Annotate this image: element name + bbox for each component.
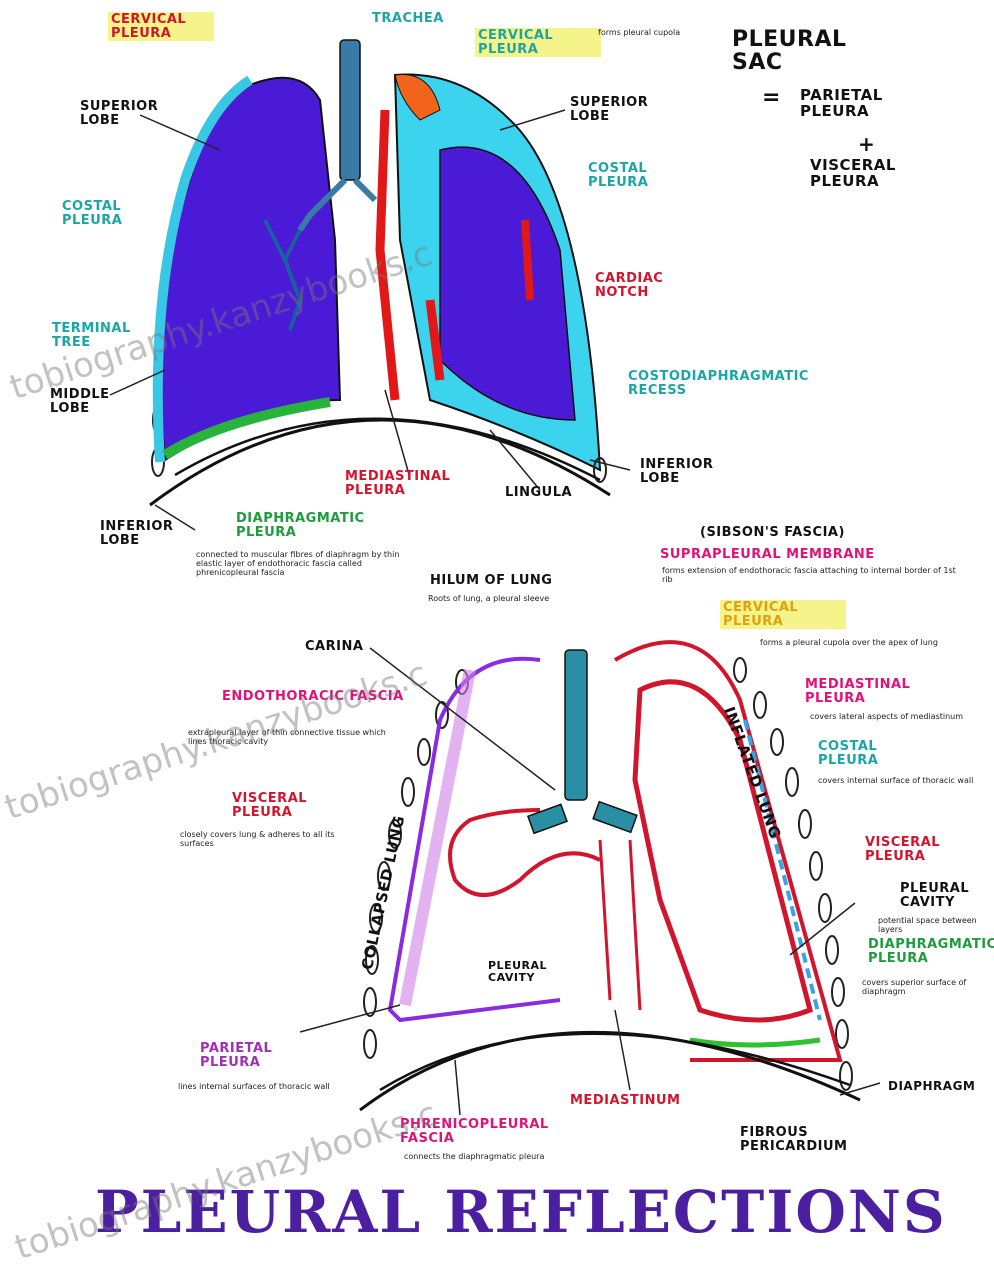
note-hilum: Roots of lung, a pleural sleeve [428,594,628,603]
label-cardiac-notch: CARDIAC NOTCH [595,272,695,299]
note-pleural-cavity: potential space between layers [878,916,988,934]
label-fibrous-pericardium: FIBROUS PERICARDIUM [740,1126,910,1153]
pleural-sac-plus: + [858,134,875,155]
note-cervical-bottom: forms a pleural cupola over the apex of … [760,638,980,647]
pleural-sac-parietal: PARIETAL PLEURA [800,88,920,120]
label-trachea-top: TRACHEA [372,12,444,26]
label-mediastinal-pleura-bottom: MEDIASTINAL PLEURA [805,678,955,705]
label-inferior-lobe-right: INFERIOR LOBE [640,458,730,485]
label-mediastinum: MEDIASTINUM [570,1094,680,1108]
label-lingula: LINGULA [505,486,572,500]
note-forms-cupola: forms pleural cupola [598,28,708,37]
label-suprapleural-membrane: SUPRAPLEURAL MEMBRANE [660,548,875,562]
trachea-bottom [528,650,637,833]
label-mediastinal-pleura-top: MEDIASTINAL PLEURA [345,470,485,497]
pleural-sac-visceral: VISCERAL PLEURA [810,158,950,190]
label-inferior-lobe-left: INFERIOR LOBE [100,520,200,547]
note-diaphragmatic-bottom: covers superior surface of diaphragm [862,978,987,996]
note-diaphragmatic-top: connected to muscular fibres of diaphrag… [196,550,406,578]
label-parietal-pleura: PARIETAL PLEURA [200,1042,300,1069]
note-phrenicopleural: connects the diaphragmatic pleura [404,1152,634,1161]
label-diaphragm: DIAPHRAGM [888,1080,975,1093]
label-costodiaphragmatic-recess: COSTODIAPHRAGMATIC RECESS [628,370,848,397]
label-cervical-pleura-top-right: CERVICAL PLEURA [475,28,601,57]
label-pleural-cavity-center: PLEURAL CAVITY [488,960,568,983]
pleural-sac-title: PLEURAL SAC [732,28,892,74]
note-costal-bottom: covers internal surface of thoracic wall [818,776,988,785]
label-hilum-of-lung: HILUM OF LUNG [430,574,552,588]
label-cervical-pleura-top-left: CERVICAL PLEURA [108,12,214,41]
label-costal-pleura-bottom: COSTAL PLEURA [818,740,908,767]
label-carina: CARINA [305,640,363,654]
label-diaphragmatic-pleura-top: DIAPHRAGMATIC PLEURA [236,512,406,539]
label-sibsons-fascia: (SIBSON'S FASCIA) [700,526,845,540]
label-pleural-cavity-right: PLEURAL CAVITY [900,882,990,909]
collapsed-lung [450,810,600,895]
label-superior-lobe-right: SUPERIOR LOBE [570,96,670,123]
note-visceral-left: closely covers lung & adheres to all its… [180,830,360,848]
note-parietal: lines internal surfaces of thoracic wall [178,1082,358,1091]
label-visceral-pleura-right: VISCERAL PLEURA [865,836,985,863]
label-cervical-pleura-bottom: CERVICAL PLEURA [720,600,846,629]
pleural-sac-equals: = [762,86,781,109]
label-superior-lobe-left: SUPERIOR LOBE [80,100,160,127]
label-costal-pleura-top-left: COSTAL PLEURA [62,200,142,227]
rib-chain-right-bottom [734,658,852,1090]
label-visceral-pleura-left: VISCERAL PLEURA [232,792,352,819]
label-costal-pleura-top-right: COSTAL PLEURA [588,162,698,189]
note-suprapleural: forms extension of endothoracic fascia a… [662,566,962,584]
note-mediastinal-bottom: covers lateral aspects of mediastinum [810,712,990,721]
label-diaphragmatic-pleura-bottom: DIAPHRAGMATIC PLEURA [868,938,988,965]
